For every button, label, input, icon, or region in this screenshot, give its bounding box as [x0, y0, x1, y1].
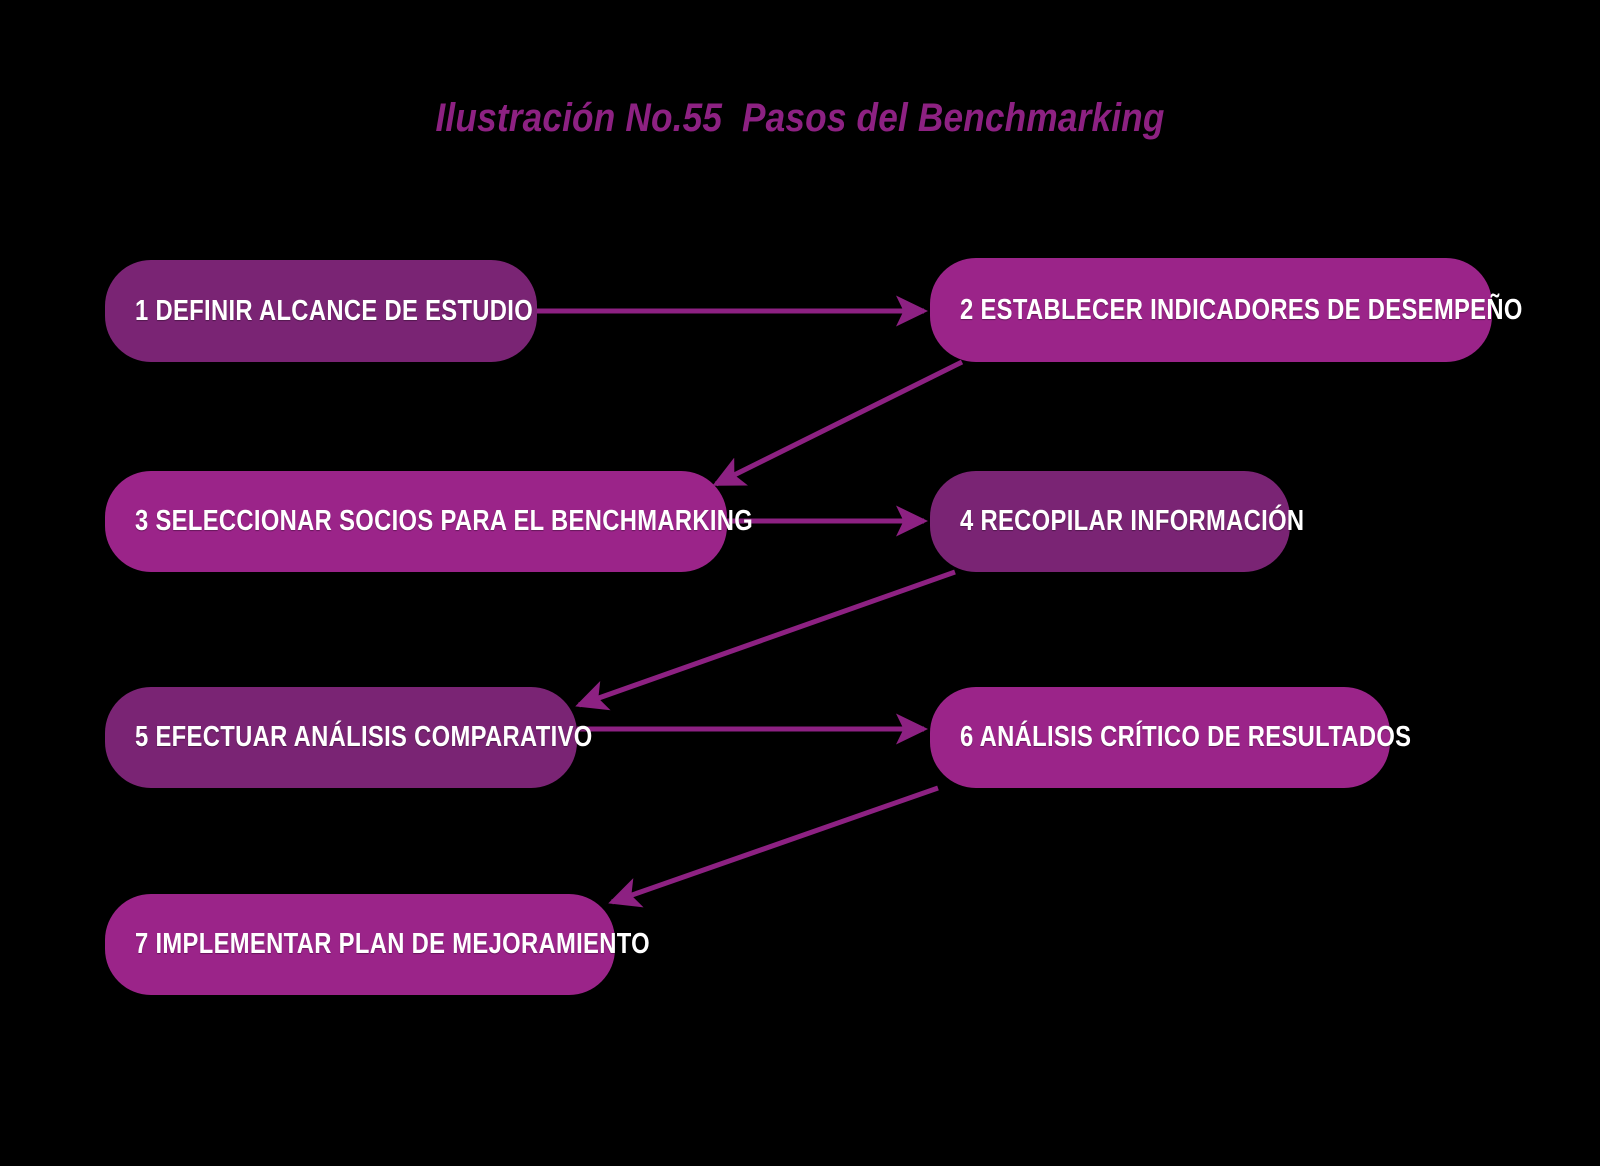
node-step-6[interactable]: 6 ANÁLISIS CRÍTICO DE RESULTADOS — [930, 687, 1411, 788]
node-step-5[interactable]: 5 EFECTUAR ANÁLISIS COMPARATIVO — [105, 687, 592, 788]
node-label: 1 DEFINIR ALCANCE DE ESTUDIO — [135, 294, 534, 327]
node-step-2[interactable]: 2 ESTABLECER INDICADORES DE DESEMPEÑO — [930, 258, 1522, 362]
diagram-title: Ilustración No.55 Pasos del Benchmarking — [435, 96, 1165, 140]
node-step-1[interactable]: 1 DEFINIR ALCANCE DE ESTUDIO — [105, 260, 537, 362]
node-label: 2 ESTABLECER INDICADORES DE DESEMPEÑO — [960, 293, 1523, 326]
arrow-edge-6-7 — [608, 785, 939, 908]
node-step-7[interactable]: 7 IMPLEMENTAR PLAN DE MEJORAMIENTO — [105, 894, 650, 995]
node-label: 4 RECOPILAR INFORMACIÓN — [960, 505, 1305, 538]
arrow-edge-2-3 — [712, 359, 964, 487]
arrow-edge-4-5 — [575, 569, 956, 711]
node-step-3[interactable]: 3 SELECCIONAR SOCIOS PARA EL BENCHMARKIN… — [105, 471, 753, 572]
node-label: 5 EFECTUAR ANÁLISIS COMPARATIVO — [135, 721, 593, 754]
node-label: 3 SELECCIONAR SOCIOS PARA EL BENCHMARKIN… — [135, 505, 754, 538]
node-label: 6 ANÁLISIS CRÍTICO DE RESULTADOS — [960, 721, 1412, 754]
node-step-4[interactable]: 4 RECOPILAR INFORMACIÓN — [930, 471, 1304, 572]
node-label: 7 IMPLEMENTAR PLAN DE MEJORAMIENTO — [135, 928, 650, 961]
